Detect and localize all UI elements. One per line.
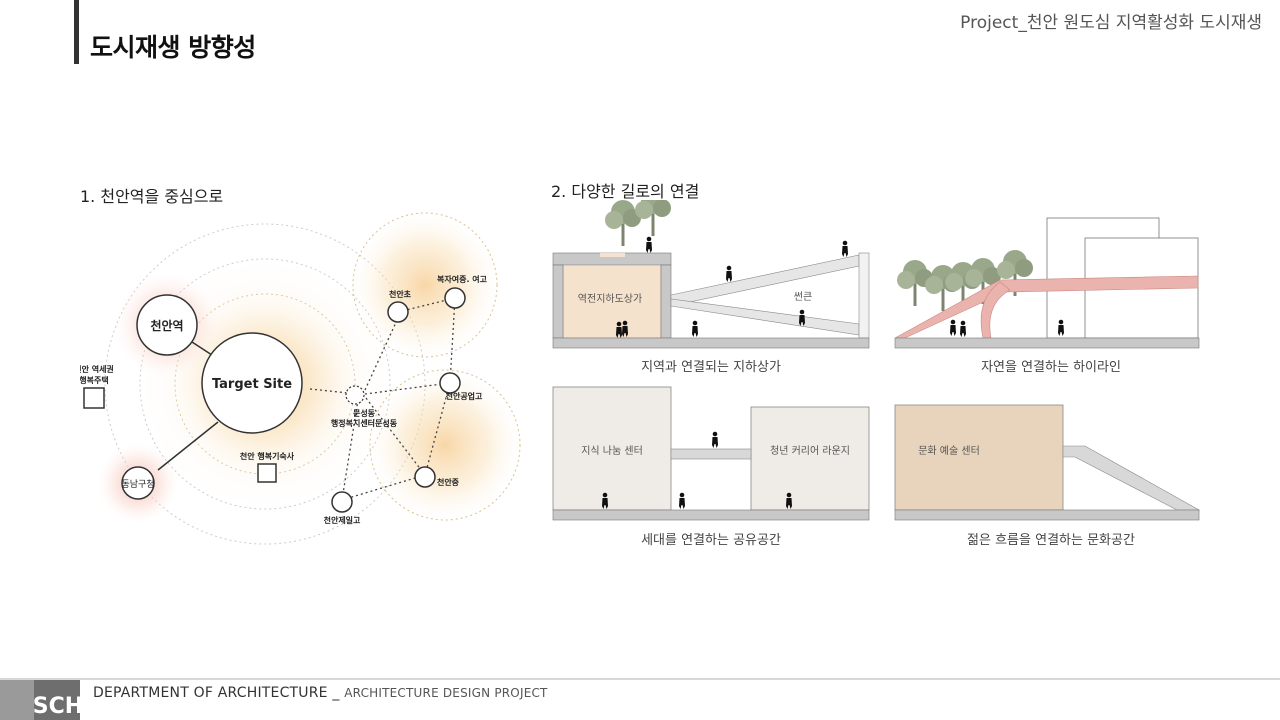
dongnam-node <box>121 466 155 500</box>
sunken-label: 썬큰 <box>794 291 812 303</box>
station-node <box>136 294 198 356</box>
jeil-label: 천안제일고 <box>324 515 361 525</box>
school-cluster-north <box>352 212 498 358</box>
section2-heading: 2. 다양한 길로의 연결 <box>551 182 700 201</box>
target-site-node <box>201 332 303 434</box>
project-label: Project_천안 원도심 지역활성화 도시재생 <box>960 13 1262 33</box>
bokja-label: 복자여중. 여고 <box>437 274 488 284</box>
gongup-label: 천안공업고 <box>446 391 483 401</box>
target-site-label: Target Site <box>212 377 292 392</box>
footer-sub-label: ARCHITECTURE DESIGN PROJECT <box>344 686 548 700</box>
page-title: 도시재생 방향성 <box>90 33 256 62</box>
center-node <box>345 385 365 405</box>
bokja-node <box>444 287 466 309</box>
title-accent-bar <box>74 0 79 64</box>
panel3-caption: 세대를 연결하는 공유공간 <box>641 533 781 548</box>
knowledge-center-label: 지식 나눔 센터 <box>581 445 643 457</box>
housing-label-2: 행복주택 <box>80 375 109 385</box>
gongup-node <box>439 372 461 394</box>
sch-logo: SCH <box>0 680 80 720</box>
footer-department: DEPARTMENT OF ARCHITECTURE _ ARCHITECTUR… <box>93 685 548 701</box>
cho-node <box>387 301 409 323</box>
culture-center-label: 문화 예술 센터 <box>918 445 980 457</box>
junior-label: 천안중 <box>437 477 460 487</box>
panel1-caption: 지역과 연결되는 지하상가 <box>641 360 781 375</box>
link-dongnam-target <box>157 421 219 471</box>
panel4-caption: 젊은 흐름을 연결하는 문화공간 <box>967 533 1135 548</box>
footer-divider <box>0 678 1280 680</box>
housing-node <box>83 387 105 409</box>
center-label-2: 행정복지센터문성동 <box>331 418 398 428</box>
arcade-label: 역전지하도상가 <box>578 292 642 305</box>
panel2-caption: 자연을 연결하는 하이라인 <box>981 360 1121 375</box>
dorm-node <box>257 463 277 483</box>
sch-logo-text: SCH <box>33 694 80 719</box>
career-lounge-label: 청년 커리어 라운지 <box>770 445 850 457</box>
connection-sections: 역전지하도상가 썬큰 지역과 연결되는 지하상가 자연을 연결하는 하이라인 지… <box>552 200 1201 548</box>
jeil-node <box>331 491 353 513</box>
dorm-label: 천안 행복기숙사 <box>240 451 295 461</box>
housing-label-1: 천안 역세권 <box>80 364 114 374</box>
panel-underground: 역전지하도상가 썬큰 <box>552 200 870 349</box>
panel-culture-space: 문화 예술 센터 <box>894 404 1201 521</box>
panel-highline <box>894 217 1200 349</box>
dongnam-label: 동남구청 <box>121 479 154 490</box>
site-relation-diagram: 천안역 Target Site 동남구청 천안 역세권 행복주택 천안 행복기숙… <box>80 212 521 545</box>
cho-label: 천안초 <box>389 289 412 299</box>
footer-dept-label: DEPARTMENT OF ARCHITECTURE _ <box>93 685 340 701</box>
junior-node <box>414 466 436 488</box>
school-cluster-south <box>369 369 521 521</box>
center-label-1: 문성동 <box>353 408 376 418</box>
station-label: 천안역 <box>150 318 183 333</box>
section1-heading: 1. 천안역을 중심으로 <box>80 187 224 206</box>
panel-shared-space: 지식 나눔 센터 청년 커리어 라운지 <box>552 386 870 521</box>
